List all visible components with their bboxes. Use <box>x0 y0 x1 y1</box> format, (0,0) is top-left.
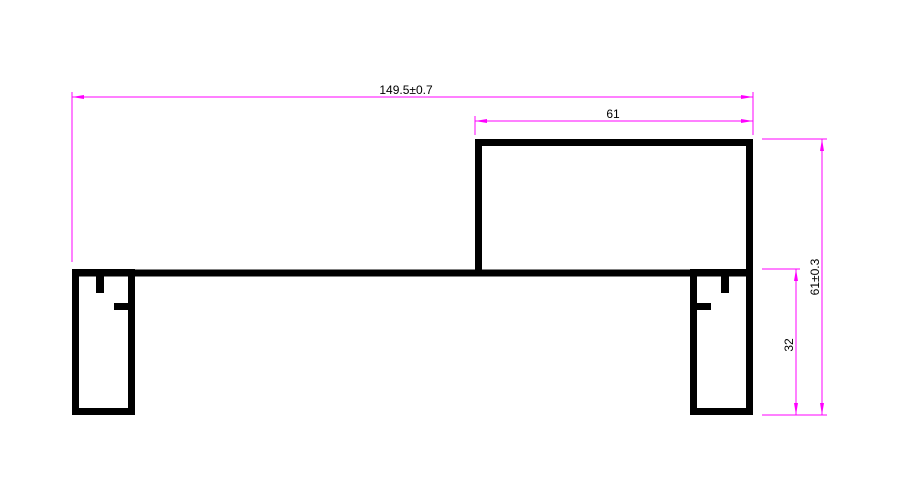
dimension-overall-height: 61±0.3 <box>762 138 827 416</box>
right-leg <box>690 269 753 415</box>
left-leg <box>72 269 135 415</box>
dimension-leg-height: 32 <box>762 268 800 415</box>
upper-box-width-label: 61 <box>606 107 620 121</box>
overall-height-label: 61±0.3 <box>808 258 822 295</box>
left-horizontal-tab <box>114 303 130 310</box>
profile-outline <box>72 139 753 415</box>
arrowhead <box>741 95 753 99</box>
arrowhead <box>820 139 824 151</box>
right-horizontal-tab <box>695 303 711 310</box>
upper-box <box>475 139 753 277</box>
right-vertical-tab <box>721 276 729 293</box>
leg-height-label: 32 <box>782 338 796 352</box>
dimension-upper-box-width: 61 <box>474 107 753 135</box>
dimension-overall-width: 149.5±0.7 <box>71 83 754 262</box>
arrowhead <box>794 269 798 281</box>
arrowhead <box>741 119 753 123</box>
arrowhead <box>72 95 84 99</box>
arrowhead <box>794 403 798 415</box>
arrowhead <box>475 119 487 123</box>
overall-width-label: 149.5±0.7 <box>379 83 433 97</box>
arrowhead <box>820 403 824 415</box>
left-vertical-tab <box>96 276 104 293</box>
